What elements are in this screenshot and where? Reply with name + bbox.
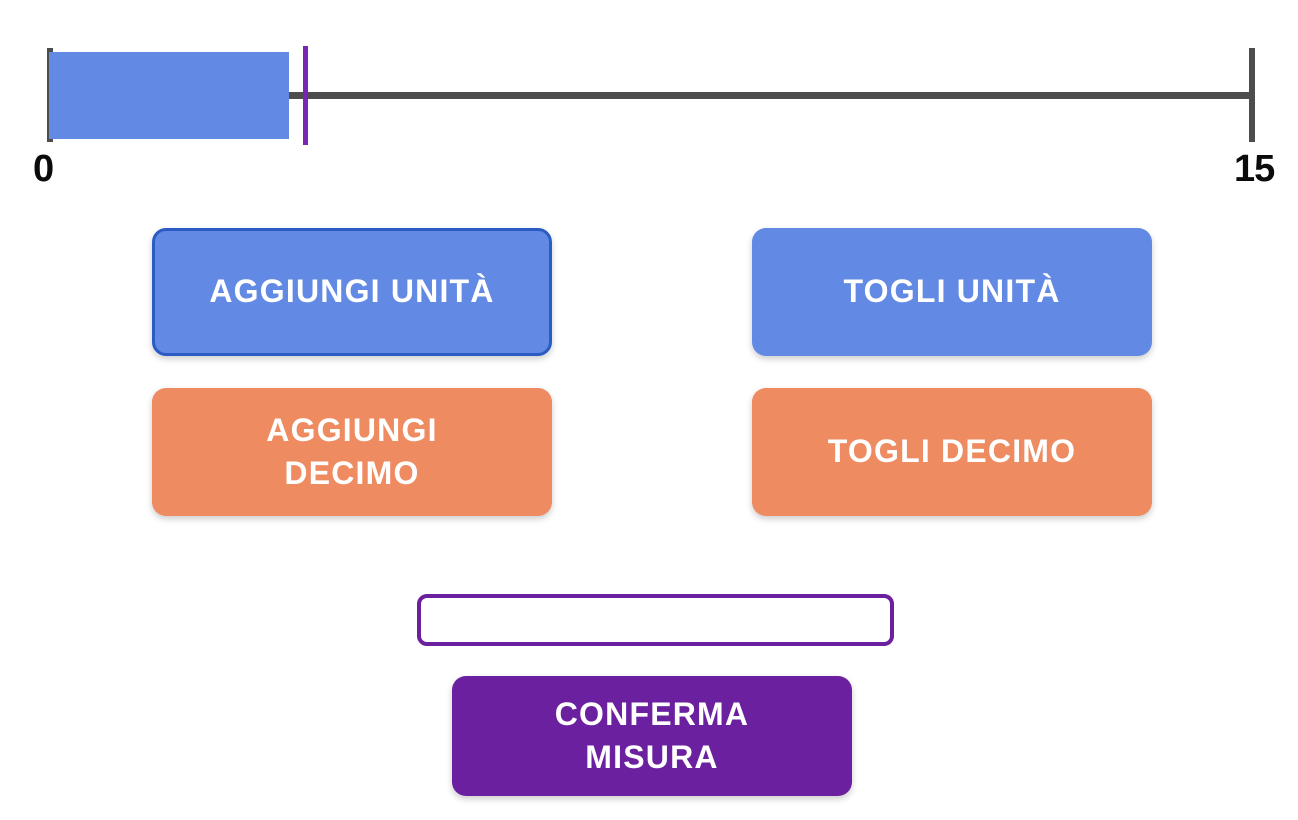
gauge-target-marker xyxy=(302,46,308,145)
gauge-label-max: 15 xyxy=(1234,148,1275,190)
confirm-measure-button[interactable]: CONFERMA MISURA xyxy=(452,676,852,796)
remove-unit-button[interactable]: TOGLI UNITÀ xyxy=(752,228,1152,356)
gauge-label-min: 0 xyxy=(33,148,54,190)
gauge-track xyxy=(47,92,1255,99)
add-unit-button[interactable]: AGGIUNGI UNITÀ xyxy=(152,228,552,356)
measure-input[interactable] xyxy=(417,594,894,646)
remove-tenth-button[interactable]: TOGLI DECIMO xyxy=(752,388,1152,516)
measurement-gauge: 0 15 xyxy=(0,0,1298,200)
gauge-tick-max xyxy=(1249,48,1255,142)
gauge-fill-bar xyxy=(49,52,289,139)
add-tenth-button[interactable]: AGGIUNGI DECIMO xyxy=(152,388,552,516)
